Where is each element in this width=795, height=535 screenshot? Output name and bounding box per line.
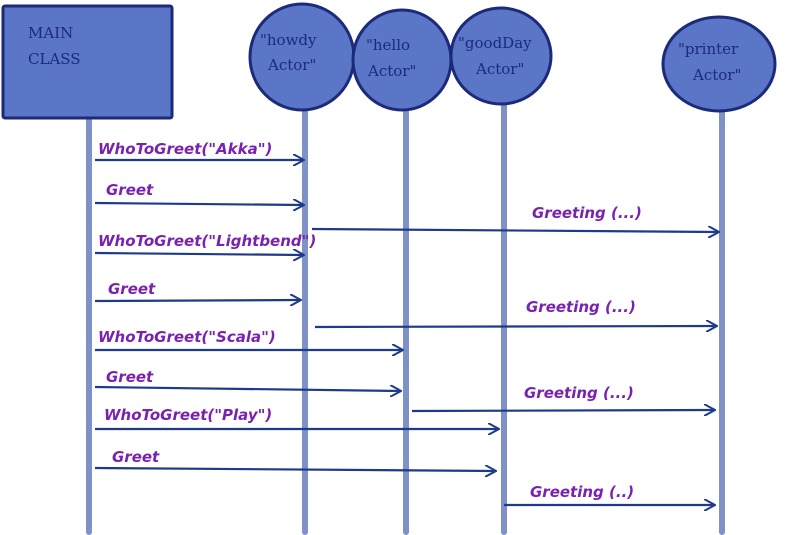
message-arrow: [94, 300, 300, 301]
message-label: WhoToGreet("Lightbend"): [98, 232, 316, 250]
message-label: Greet: [112, 448, 160, 466]
actor-goodday-line2: Actor": [475, 60, 524, 78]
message-arrow: [314, 326, 716, 327]
actor-goodday: "goodDay Actor": [449, 6, 553, 106]
message-arrow: [94, 253, 303, 255]
message-label: Greeting (...): [526, 298, 636, 316]
actor-printer-line2: Actor": [692, 66, 741, 84]
actor-howdy: "howdy Actor": [248, 2, 356, 112]
message-arrow: [411, 410, 714, 411]
actor-hello-line2: Actor": [367, 62, 416, 80]
message-arrow: [311, 229, 718, 232]
message-label: Greeting (...): [524, 384, 634, 402]
main-class-label-line2: CLASS: [28, 50, 81, 68]
actor-howdy-line2: Actor": [267, 56, 316, 74]
message-arrow: [94, 387, 400, 391]
actor-hello: "hello Actor": [351, 8, 453, 112]
message-label: Greet: [108, 280, 156, 298]
actor-hello-line1: "hello: [366, 36, 410, 54]
message-arrow: [94, 203, 303, 205]
actor-goodday-line1: "goodDay: [458, 34, 532, 52]
message-label: Greeting (...): [532, 204, 642, 222]
actor-printer: "printer Actor": [661, 15, 777, 113]
actor-howdy-line1: "howdy: [260, 31, 317, 49]
message-label: WhoToGreet("Akka"): [98, 140, 272, 158]
message-label: WhoToGreet("Scala"): [98, 328, 276, 346]
main-class-label-line1: MAIN: [28, 24, 73, 42]
actor-printer-line1: "printer: [678, 40, 739, 58]
main-class-box: MAIN CLASS: [1, 4, 174, 120]
message-label: Greeting (..): [530, 483, 634, 501]
message-label: Greet: [106, 368, 154, 386]
message-arrow: [94, 468, 495, 471]
message-label: WhoToGreet("Play"): [104, 406, 272, 424]
message-label: Greet: [106, 181, 154, 199]
